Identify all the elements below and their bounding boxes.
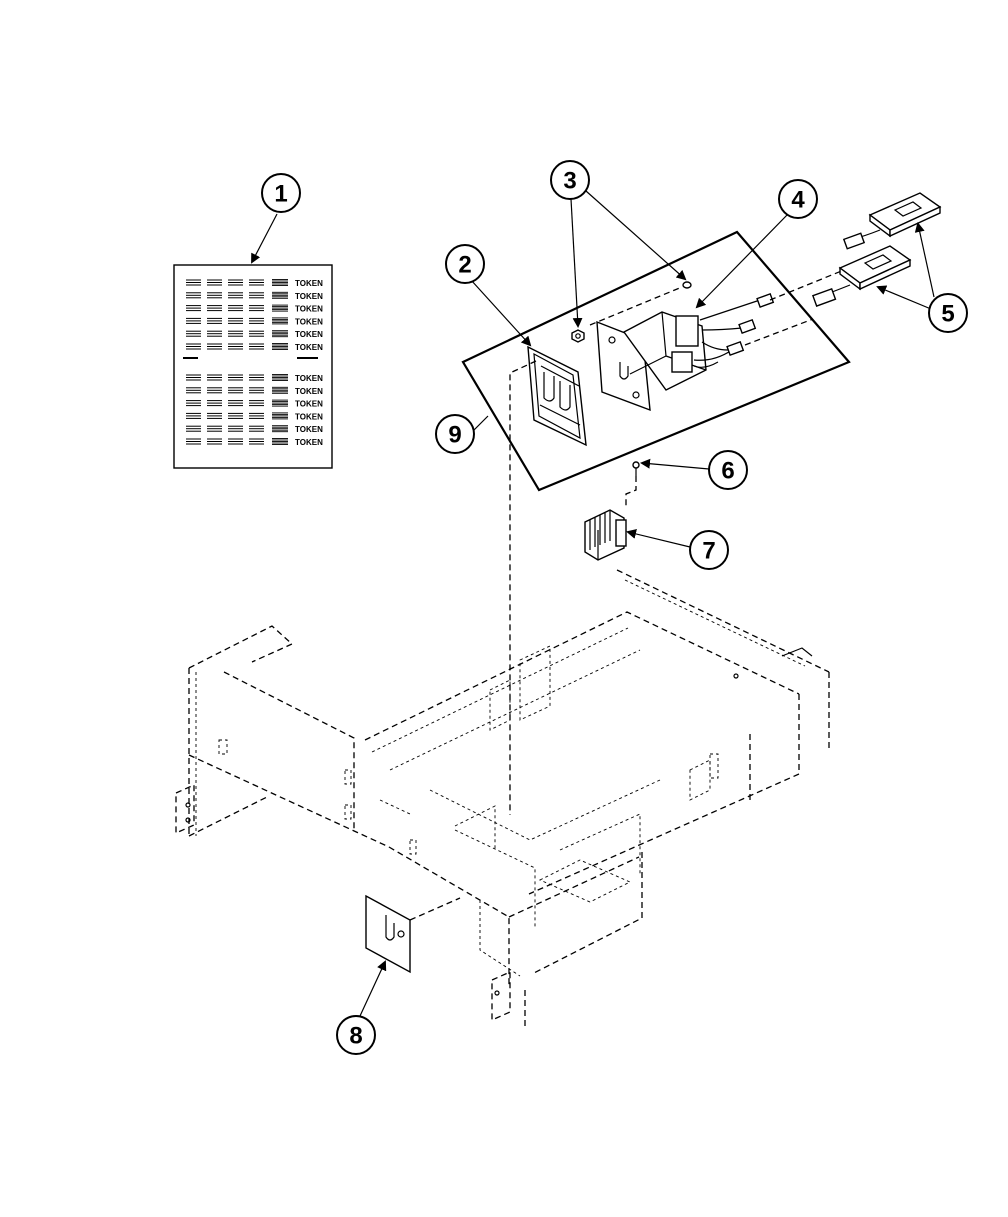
decal-token-label: TOKEN <box>295 387 323 396</box>
heatsink-module <box>584 509 627 561</box>
decal-token-label: TOKEN <box>295 400 323 409</box>
svg-text:3: 3 <box>563 168 576 195</box>
decal-token-label: TOKEN <box>295 292 323 301</box>
bracket-plate <box>527 345 587 447</box>
cabinet-frame <box>175 569 830 1030</box>
callout-2: 2 <box>445 244 485 284</box>
callout-9: 9 <box>435 414 475 454</box>
decal-token-label: TOKEN <box>295 438 323 447</box>
callout-3: 3 <box>550 160 590 200</box>
token-decal: TOKEN TOKEN TOKEN TOKEN TOKEN TOKEN TOKEN TOKEN… <box>173 264 333 469</box>
svg-text:7: 7 <box>702 538 715 565</box>
harness-boards <box>811 192 942 307</box>
svg-text:6: 6 <box>721 458 734 485</box>
svg-text:8: 8 <box>349 1023 362 1050</box>
decal-token-label: TOKEN <box>295 374 323 383</box>
callout-5: 5 <box>928 293 968 333</box>
decal-token-label: TOKEN <box>295 305 323 314</box>
assembly-guidelines <box>409 269 845 921</box>
svg-text:5: 5 <box>941 301 954 328</box>
small-plate <box>365 894 411 974</box>
callout-bubbles: 1 2 3 4 5 6 7 8 <box>261 160 968 1055</box>
decal-token-label: TOKEN <box>295 412 323 421</box>
callout-4: 4 <box>778 179 818 219</box>
callout-1: 1 <box>261 173 301 213</box>
decal-rows: TOKEN TOKEN TOKEN TOKEN TOKEN TOKEN TOKEN TOKEN… <box>183 279 323 447</box>
decal-token-label: TOKEN <box>295 330 323 339</box>
callout-8: 8 <box>336 1015 376 1055</box>
svg-text:4: 4 <box>791 187 805 214</box>
kit-outline <box>461 230 851 492</box>
decal-token-label: TOKEN <box>295 317 323 326</box>
leader-lines <box>251 190 935 1017</box>
svg-text:1: 1 <box>274 181 287 208</box>
callout-6: 6 <box>708 450 748 490</box>
relay-assembly <box>596 292 775 412</box>
svg-text:2: 2 <box>458 252 471 279</box>
decal-border <box>173 264 333 469</box>
nut-parts <box>571 281 692 343</box>
decal-token-label: TOKEN <box>295 425 323 434</box>
svg-text:9: 9 <box>448 422 461 449</box>
decal-token-label: TOKEN <box>295 343 323 352</box>
callout-7: 7 <box>689 530 729 570</box>
decal-token-label: TOKEN <box>295 279 323 288</box>
screw-part <box>632 461 640 476</box>
